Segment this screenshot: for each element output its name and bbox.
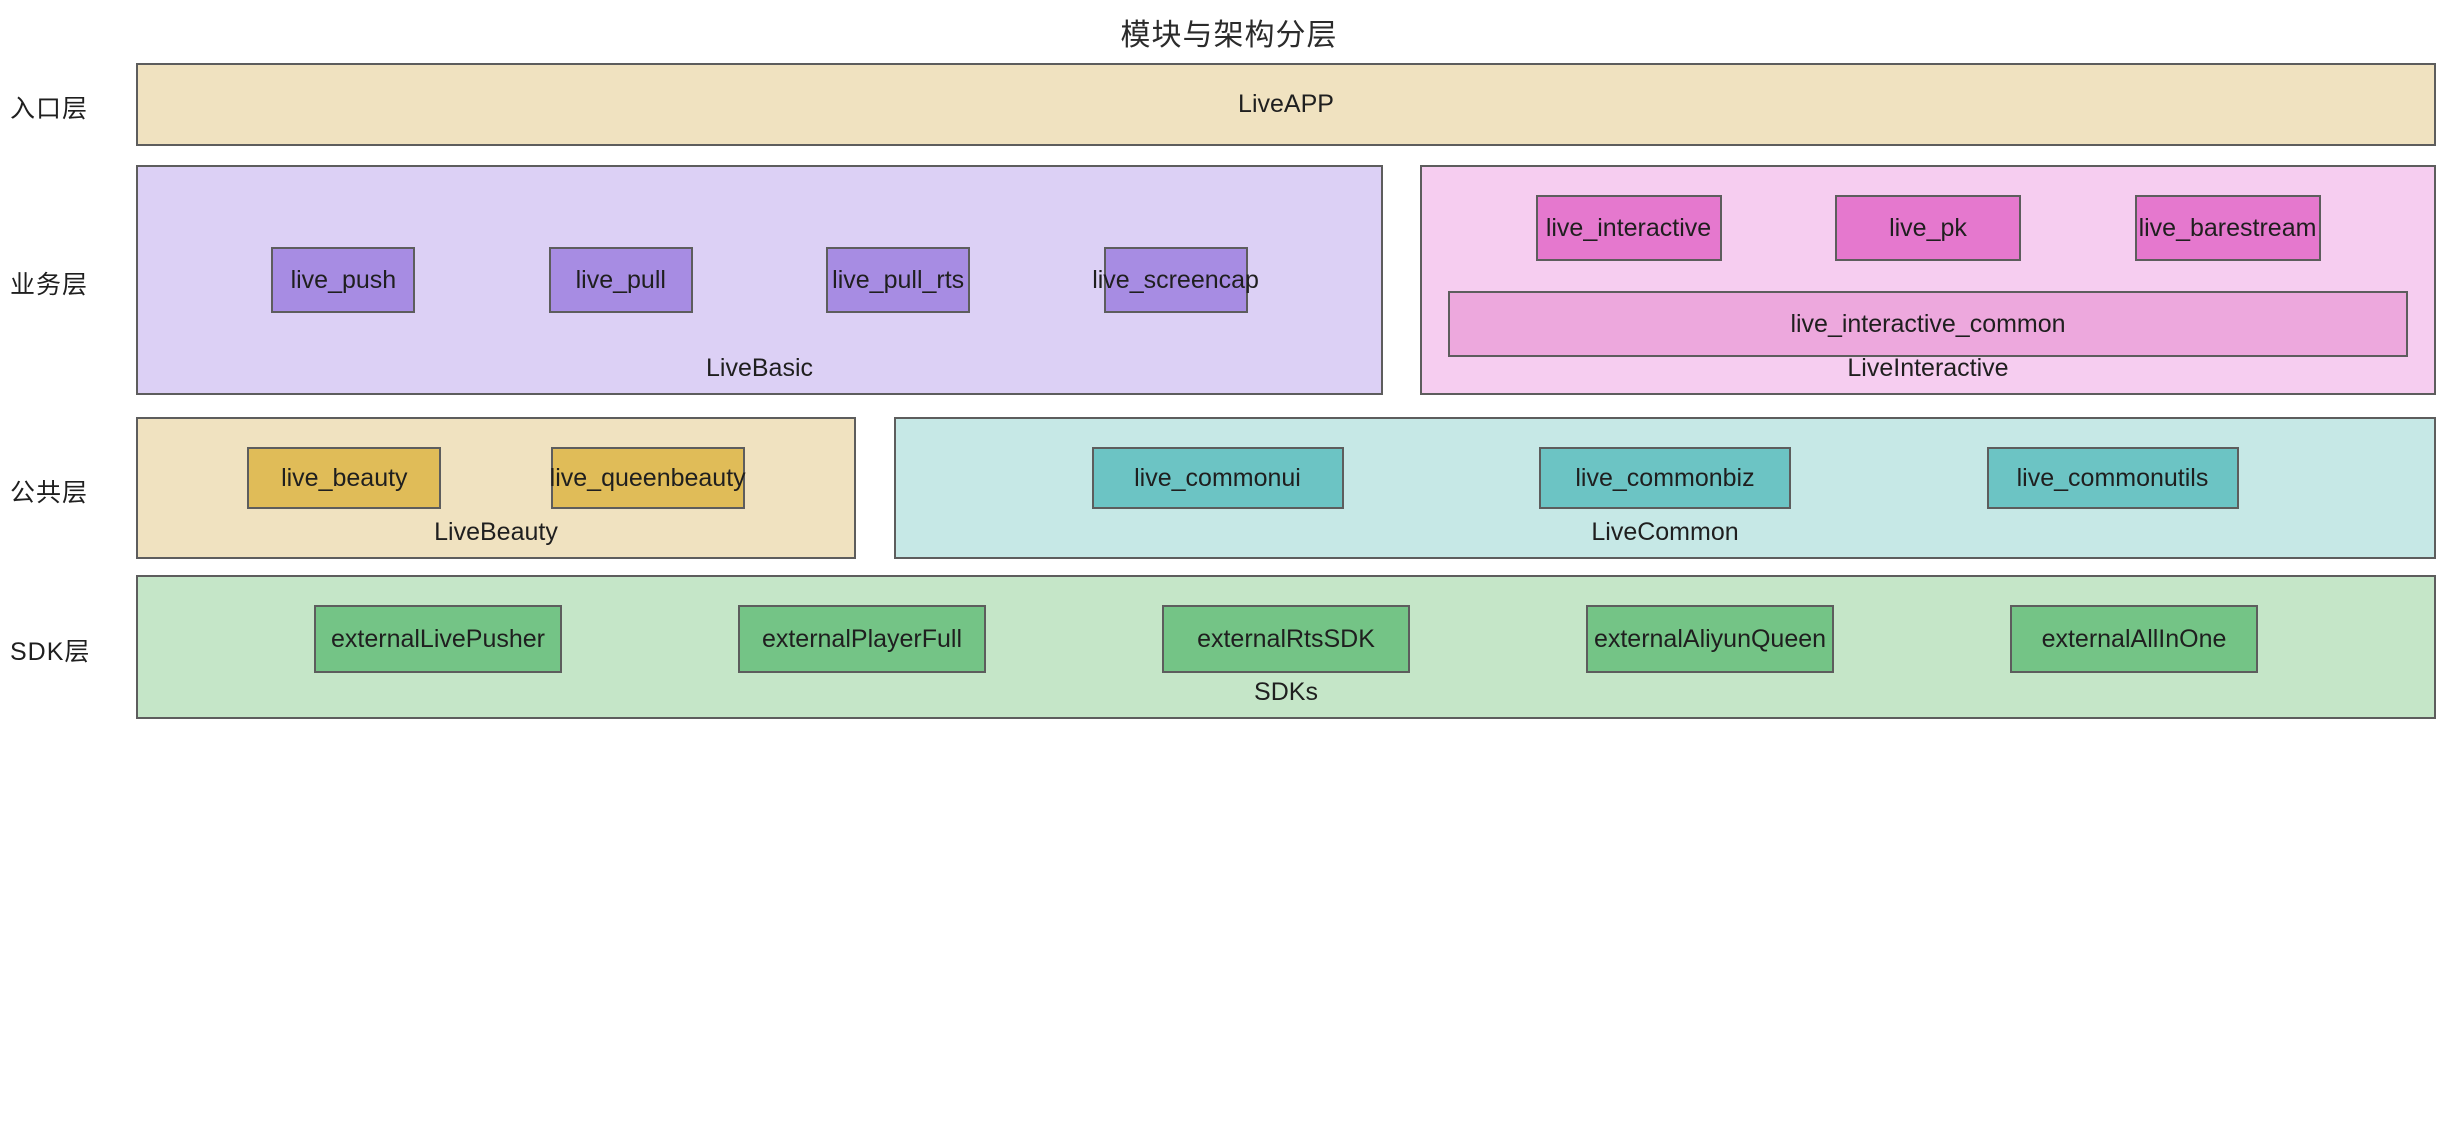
group-livecommon-modules: live_commonui live_commonbiz live_common… <box>896 447 2434 509</box>
module-live-push-label: live_push <box>290 265 397 294</box>
module-live-commonui[interactable]: live_commonui <box>1091 447 1344 509</box>
group-liveapp[interactable]: LiveAPP <box>136 63 2436 146</box>
layer-body-sdk: externalLivePusher externalPlayerFull ex… <box>136 575 2436 719</box>
group-livebasic-label: LiveBasic <box>706 354 813 382</box>
module-external-rtssdk-label: externalRtsSDK <box>1197 624 1375 653</box>
module-live-pull-rts-label: live_pull_rts <box>832 265 965 294</box>
module-external-allinone[interactable]: externalAllInOne <box>2010 605 2258 673</box>
module-live-push[interactable]: live_push <box>271 247 416 313</box>
layer-row-business: 业务层 live_push live_pull live_pull_rts li… <box>0 165 2458 395</box>
module-live-beauty[interactable]: live_beauty <box>247 447 442 509</box>
module-live-commonui-label: live_commonui <box>1134 463 1301 492</box>
module-external-playerfull[interactable]: externalPlayerFull <box>738 605 986 673</box>
module-external-playerfull-label: externalPlayerFull <box>761 624 963 653</box>
group-sdks[interactable]: externalLivePusher externalPlayerFull ex… <box>136 575 2436 719</box>
module-live-interactive-common-label: live_interactive_common <box>1790 309 2066 338</box>
group-sdks-modules: externalLivePusher externalPlayerFull ex… <box>138 605 2434 673</box>
layer-row-entry: 入口层 LiveAPP <box>0 63 2458 146</box>
module-live-pk[interactable]: live_pk <box>1835 195 2021 261</box>
group-livebasic-modules: live_push live_pull live_pull_rts live_s… <box>138 247 1381 313</box>
module-live-barestream-label: live_barestream <box>2138 213 2317 242</box>
module-live-queenbeauty[interactable]: live_queenbeauty <box>549 447 746 509</box>
module-live-interactive-common[interactable]: live_interactive_common <box>1448 291 2408 357</box>
module-external-livepusher[interactable]: externalLivePusher <box>314 605 562 673</box>
module-live-pull-label: live_pull <box>575 265 666 294</box>
group-sdks-label: SDKs <box>1254 678 1318 706</box>
group-liveinteractive-label: LiveInteractive <box>1847 354 2009 382</box>
layer-body-business: live_push live_pull live_pull_rts live_s… <box>136 165 2436 395</box>
page-title: 模块与架构分层 <box>1120 19 1338 52</box>
module-live-pk-label: live_pk <box>1889 213 1967 242</box>
module-live-beauty-label: live_beauty <box>281 463 408 492</box>
module-live-interactive[interactable]: live_interactive <box>1535 195 1722 261</box>
module-live-commonutils[interactable]: live_commonutils <box>1986 447 2239 509</box>
layer-label-public: 公共层 <box>10 479 89 507</box>
module-live-commonbiz[interactable]: live_commonbiz <box>1539 447 1791 509</box>
layer-body-public: live_beauty live_queenbeauty LiveBeauty … <box>136 417 2436 559</box>
group-livecommon-label: LiveCommon <box>1591 518 1739 546</box>
group-livebeauty-modules: live_beauty live_queenbeauty <box>138 447 854 509</box>
module-live-interactive-label: live_interactive <box>1545 213 1712 242</box>
group-livebeauty[interactable]: live_beauty live_queenbeauty LiveBeauty <box>136 417 856 559</box>
module-live-pull[interactable]: live_pull <box>548 247 693 313</box>
layer-row-public: 公共层 live_beauty live_queenbeauty LiveBea… <box>0 417 2458 559</box>
module-live-screencap-label: live_screencap <box>1092 265 1259 294</box>
module-external-aliyunqueen[interactable]: externalAliyunQueen <box>1586 605 1834 673</box>
layer-label-sdk: SDK层 <box>10 638 91 666</box>
group-liveinteractive[interactable]: live_interactive live_pk live_barestream… <box>1420 165 2436 395</box>
group-liveinteractive-wide-modules: live_interactive_common <box>1422 291 2434 357</box>
layer-body-entry: LiveAPP <box>136 63 2436 146</box>
group-liveapp-label: LiveAPP <box>1238 90 1334 118</box>
module-external-livepusher-label: externalLivePusher <box>330 624 545 653</box>
group-liveinteractive-modules: live_interactive live_pk live_barestream <box>1422 195 2434 261</box>
group-livebeauty-label: LiveBeauty <box>434 518 558 546</box>
layer-label-entry: 入口层 <box>10 95 89 123</box>
module-external-aliyunqueen-label: externalAliyunQueen <box>1593 624 1827 653</box>
layer-row-sdk: SDK层 externalLivePusher externalPlayerFu… <box>0 575 2458 719</box>
module-live-screencap[interactable]: live_screencap <box>1092 247 1259 313</box>
module-live-pull-rts[interactable]: live_pull_rts <box>826 247 971 313</box>
module-live-commonutils-label: live_commonutils <box>2016 463 2209 492</box>
group-livecommon[interactable]: live_commonui live_commonbiz live_common… <box>894 417 2436 559</box>
module-live-barestream[interactable]: live_barestream <box>2134 195 2321 261</box>
module-external-allinone-label: externalAllInOne <box>2041 624 2227 653</box>
module-live-queenbeauty-label: live_queenbeauty <box>549 463 746 492</box>
module-live-commonbiz-label: live_commonbiz <box>1575 463 1755 492</box>
module-external-rtssdk[interactable]: externalRtsSDK <box>1162 605 1410 673</box>
layer-label-business: 业务层 <box>10 271 89 299</box>
group-livebasic[interactable]: live_push live_pull live_pull_rts live_s… <box>136 165 1383 395</box>
